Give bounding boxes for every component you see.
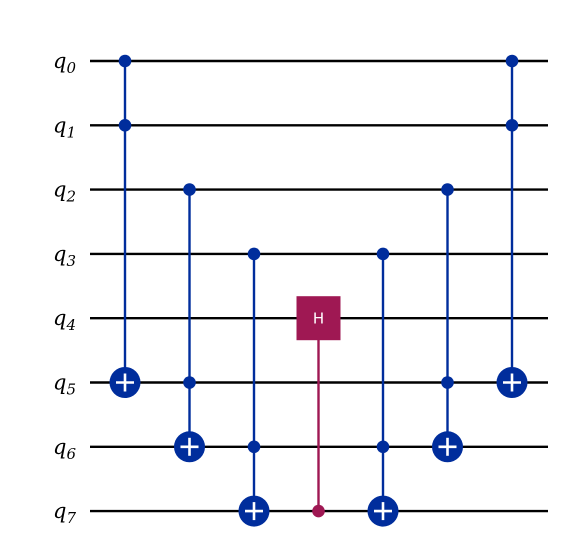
- control-dot: [376, 247, 390, 261]
- qubit-label-1: q1: [53, 113, 76, 141]
- qubit-label-3: q3: [53, 242, 76, 270]
- control-dot: [183, 183, 196, 196]
- qubit-index: 2: [65, 188, 76, 206]
- qubit-label-4: q4: [53, 306, 76, 334]
- control-dot: [118, 119, 132, 132]
- qubit-letter: q: [53, 499, 66, 523]
- hadamard-gate-box: [296, 296, 341, 341]
- control-dot: [118, 54, 132, 68]
- control-dot: [441, 183, 454, 196]
- control-dot: [505, 119, 519, 132]
- qubit-index: 7: [66, 509, 76, 527]
- gate-ccx-1: [174, 183, 205, 463]
- hadamard-gate-label: H: [313, 310, 324, 328]
- qubit-letter: q: [53, 113, 66, 137]
- gate-ccx-6: [496, 54, 528, 398]
- qubit-index: 4: [65, 316, 76, 334]
- gate-ccx-4: [367, 247, 399, 527]
- control-dot: [312, 504, 325, 518]
- qubit-letter: q: [53, 371, 66, 395]
- qubit-label-7: q7: [53, 499, 76, 527]
- control-dot: [247, 247, 261, 261]
- qubit-letter: q: [53, 242, 66, 266]
- gate-ch-3: H: [296, 296, 341, 518]
- qubit-letter: q: [53, 178, 66, 202]
- qubit-index: 6: [66, 445, 76, 463]
- qubit-index: 5: [66, 381, 76, 399]
- control-dot: [505, 54, 519, 68]
- qubit-label-6: q6: [53, 435, 76, 463]
- qubit-index: 3: [66, 252, 76, 270]
- qubit-index: 1: [66, 123, 76, 141]
- gates: H: [109, 54, 528, 527]
- qubit-label-5: q5: [53, 371, 76, 399]
- qubit-letter: q: [53, 306, 66, 330]
- control-dot: [441, 376, 454, 389]
- gate-ccx-0: [109, 54, 141, 398]
- qubit-index: 0: [66, 59, 76, 77]
- qubit-letter: q: [53, 49, 66, 73]
- gate-ccx-2: [238, 247, 270, 527]
- qubit-label-2: q2: [53, 178, 76, 206]
- control-dot: [376, 440, 390, 454]
- control-dot: [247, 440, 261, 454]
- qubit-letter: q: [53, 435, 66, 459]
- gate-ccx-5: [432, 183, 463, 463]
- qubit-label-0: q0: [53, 49, 76, 77]
- control-dot: [183, 376, 196, 389]
